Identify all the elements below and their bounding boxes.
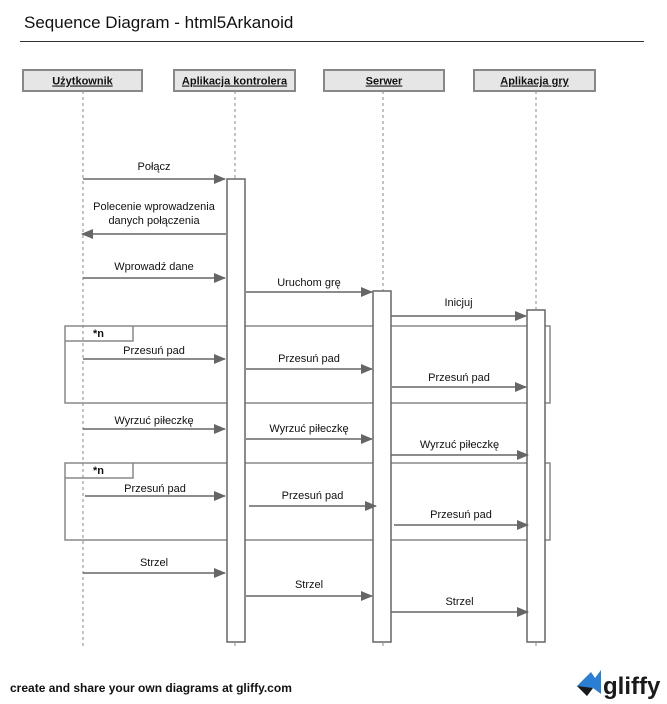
loop-label: *n [93, 328, 104, 340]
loop-frame [64, 325, 551, 404]
participant-label: Aplikacja gry [500, 76, 569, 88]
message-label: Przesuń pad [428, 372, 490, 384]
activation-bar-game [526, 309, 546, 643]
message: Wyrzuć piłeczkę [83, 415, 226, 434]
participant-user: Użytkownik [22, 69, 143, 92]
loop-fragment: *n [64, 462, 551, 541]
participant-box [323, 69, 445, 92]
diagram-title: Sequence Diagram - html5Arkanoid [24, 13, 294, 32]
participant-label: Serwer [366, 76, 403, 88]
participant-box [22, 69, 143, 92]
participant-server: Serwer [323, 69, 445, 92]
message-label: Wyrzuć piłeczkę [420, 439, 499, 451]
loop-tab [65, 463, 134, 479]
loop-tab [65, 326, 134, 342]
message: Inicjuj [391, 297, 527, 321]
message: Wyrzuć piłeczkę [391, 439, 529, 460]
message-label: Przesuń pad [282, 490, 344, 502]
message: Uruchom grę [246, 277, 373, 297]
message: Strzel [246, 579, 373, 601]
title-divider [20, 41, 644, 42]
participant-game: Aplikacja gry [473, 69, 596, 92]
message-label: Inicjuj [444, 297, 472, 309]
message: Przesuń pad [85, 483, 226, 501]
participant-box [173, 69, 296, 92]
message-label: Strzel [295, 579, 323, 591]
participant-label: Użytkownik [52, 76, 113, 88]
loop-label: *n [93, 465, 104, 477]
message: Przesuń pad [83, 345, 226, 364]
message: Przesuń pad [392, 372, 527, 392]
message-label: Wyrzuć piłeczkę [114, 415, 193, 427]
message-label: Strzel [140, 557, 168, 569]
message: Przesuń pad [249, 490, 377, 511]
message: Strzel [83, 557, 226, 578]
message-label: Wyrzuć piłeczkę [269, 423, 348, 435]
footer-text: create and share your own diagrams at gl… [10, 681, 292, 695]
message-label: Połącz [137, 161, 170, 173]
loop-fragment: *n [64, 325, 551, 404]
activation-bar-server [372, 290, 392, 643]
participant-controller: Aplikacja kontrolera [173, 69, 296, 92]
loop-frame [64, 462, 551, 541]
gliffy-logo: gliffy [577, 670, 661, 700]
message: Wprowadź dane [83, 261, 226, 283]
activation-bar-controller [226, 178, 246, 643]
message-label: Przesuń pad [124, 483, 186, 495]
message-label: Wprowadź dane [114, 261, 194, 273]
message-label: Przesuń pad [123, 345, 185, 357]
message: Przesuń pad [394, 509, 529, 530]
message-label: Przesuń pad [430, 509, 492, 521]
message-label: Strzel [445, 596, 473, 608]
gliffy-wordmark: gliffy [603, 673, 661, 700]
message: Strzel [391, 596, 529, 617]
message: Połącz [83, 161, 226, 184]
message: Wyrzuć piłeczkę [246, 423, 373, 444]
message-label: Przesuń pad [278, 353, 340, 365]
message-label: Uruchom grę [277, 277, 341, 289]
participant-box [473, 69, 596, 92]
participant-label: Aplikacja kontrolera [182, 76, 288, 88]
message: Przesuń pad [246, 353, 373, 374]
